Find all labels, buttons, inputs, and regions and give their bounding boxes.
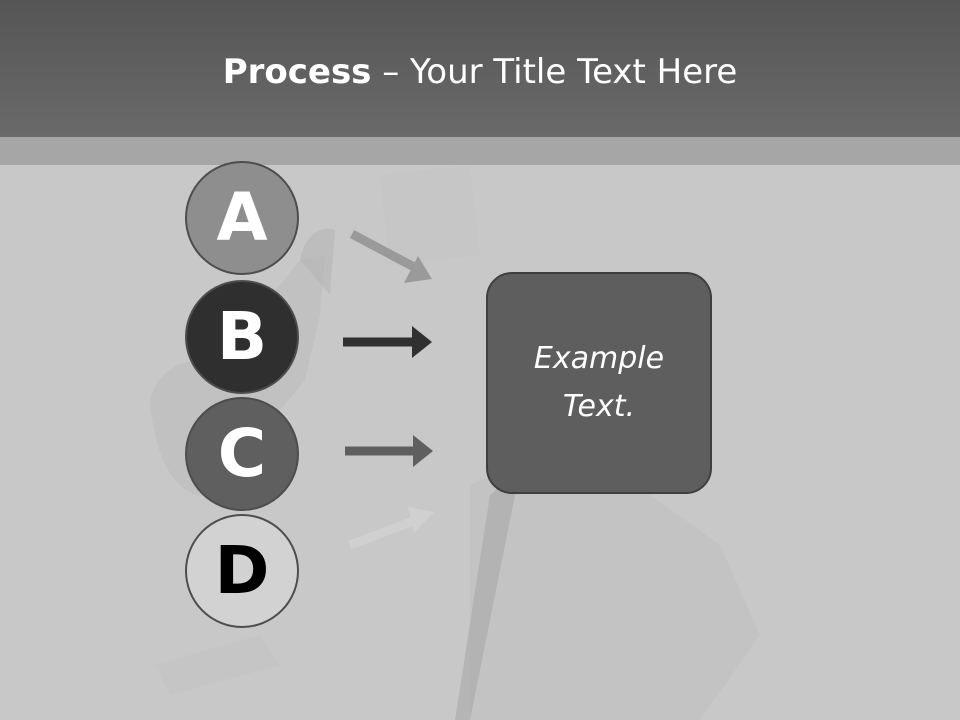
arrow-b: [343, 326, 432, 358]
title-bold-word: Process: [222, 52, 372, 92]
step-d-circle: D: [185, 514, 299, 628]
step-c-circle: C: [185, 397, 299, 511]
title-underline-band: [0, 137, 960, 165]
step-a-letter: A: [216, 179, 268, 256]
arrow-d: [348, 507, 434, 550]
example-text: Example Text.: [533, 341, 665, 424]
arrow-a: [349, 230, 432, 283]
example-text-box: Example Text.: [486, 272, 712, 494]
step-b-circle: B: [185, 280, 299, 394]
step-d-letter: D: [214, 532, 270, 609]
title-bar: [0, 0, 960, 137]
step-a-circle: A: [185, 161, 299, 275]
step-b-letter: B: [216, 298, 268, 375]
step-c-letter: C: [217, 415, 267, 492]
arrow-c: [345, 435, 433, 467]
slide-title: Process – Your Title Text Here: [0, 52, 960, 92]
title-rest-text: – Your Title Text Here: [371, 52, 738, 92]
